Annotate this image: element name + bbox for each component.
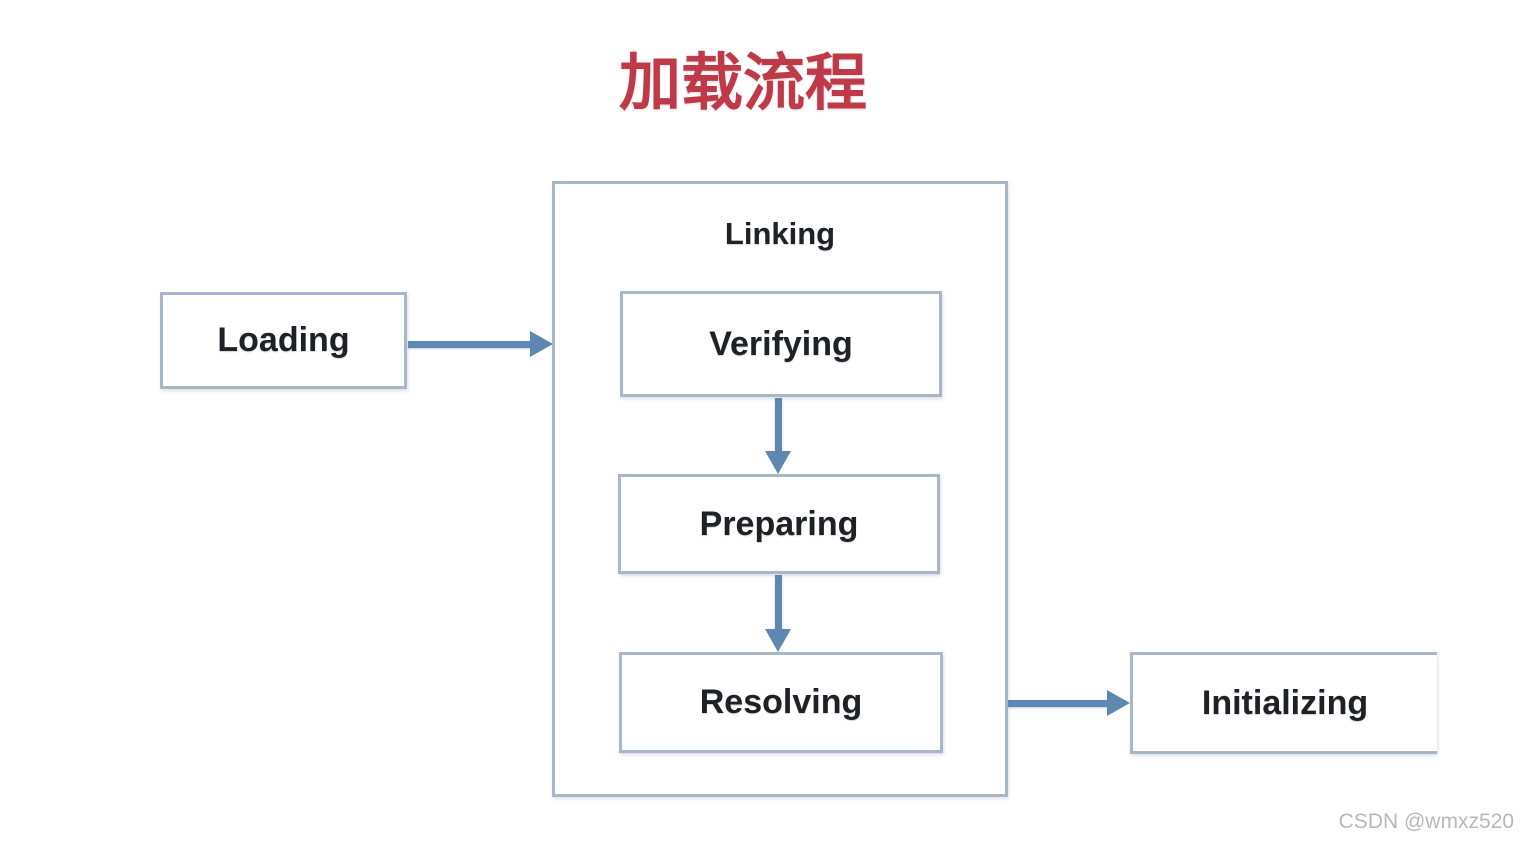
arrow-loading-to-linking-shaft [408,341,534,348]
node-verifying: Verifying [620,291,942,397]
node-preparing-label: Preparing [699,504,859,543]
arrow-verifying-to-preparing-head-icon [765,451,791,474]
diagram-title: 加载流程 [618,49,867,118]
node-initializing-label: Initializing [1201,683,1369,722]
node-linking-label: Linking [724,216,836,251]
node-resolving-label: Resolving [699,683,863,721]
arrow-linking-to-initializing-shaft [1008,700,1109,707]
node-resolving: Resolving [619,652,943,753]
arrow-linking-to-initializing-head-icon [1107,690,1130,716]
node-preparing: Preparing [618,474,940,574]
arrow-preparing-to-resolving-shaft [775,575,782,631]
node-loading-label: Loading [217,321,350,359]
node-verifying-label: Verifying [709,324,853,363]
node-loading: Loading [160,292,407,389]
arrow-preparing-to-resolving-head-icon [765,629,791,652]
arrow-verifying-to-preparing-shaft [775,398,782,453]
arrow-loading-to-linking-head-icon [530,331,553,357]
csdn-watermark: CSDN @wmxz520 [1338,810,1514,833]
node-initializing: Initializing [1130,652,1437,754]
